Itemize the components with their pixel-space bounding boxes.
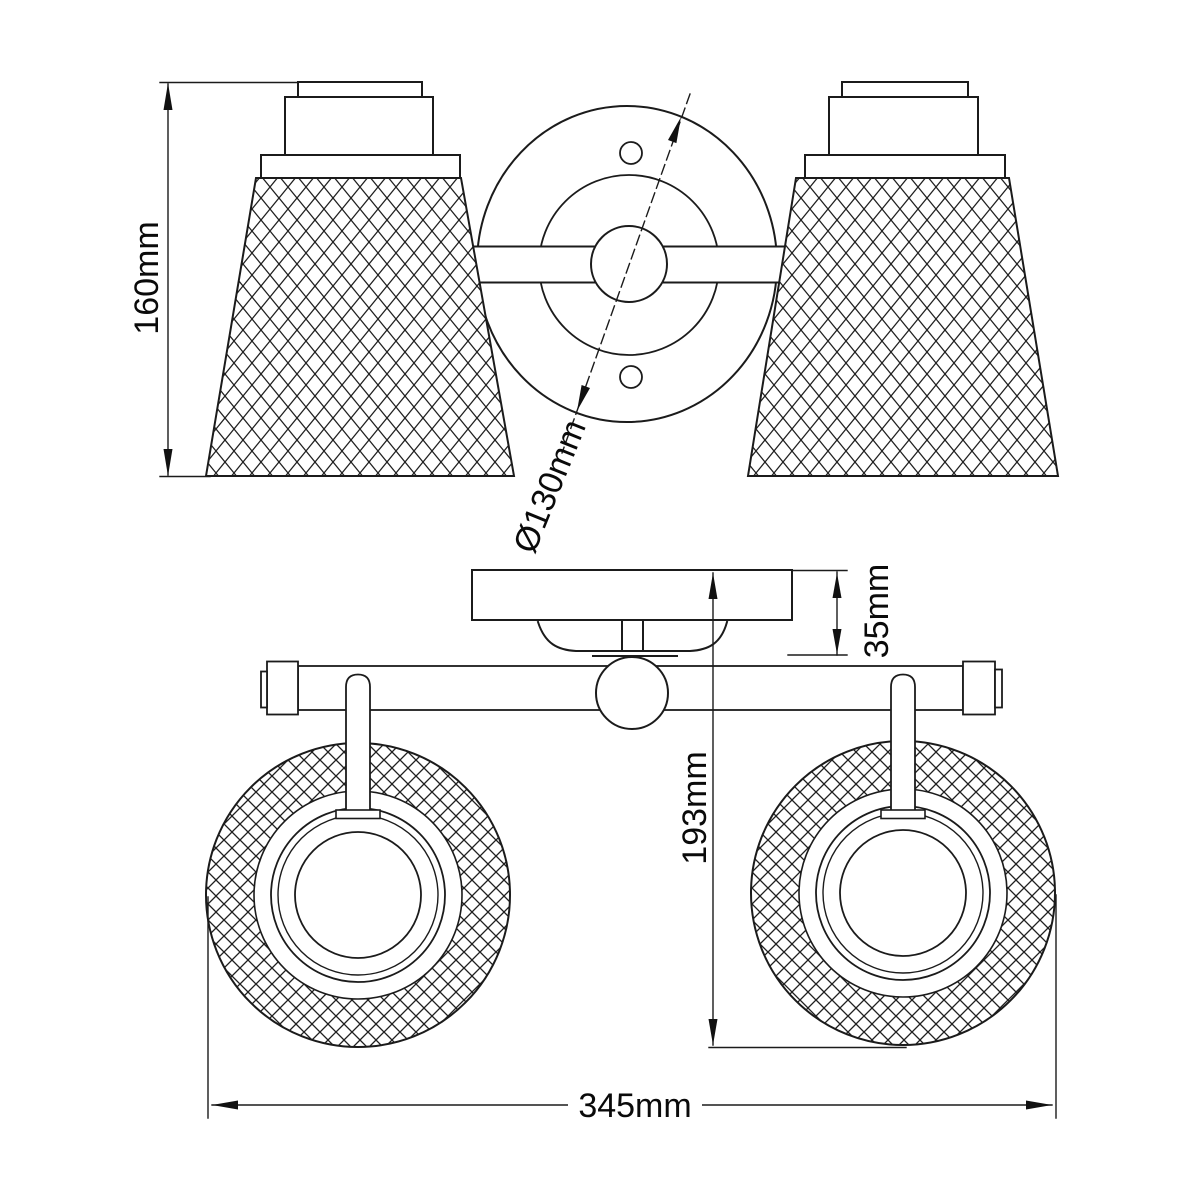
- canopy-plate: [471, 569, 793, 621]
- right-shade-fitter: [804, 154, 1006, 179]
- right-shade-mesh: [746, 177, 1060, 477]
- left-shade-plan: [205, 742, 511, 1048]
- left-pipe-flange: [335, 809, 381, 820]
- right-shade-front: [746, 81, 1060, 477]
- right-drop-pipe: [880, 673, 926, 820]
- arrow-down-left: [577, 385, 590, 411]
- bar-end-tip-left: [260, 670, 268, 709]
- left-shade-fitter: [260, 154, 461, 179]
- dimension-canopy-depth: 35mm: [787, 564, 896, 658]
- right-mesh-ring: [751, 741, 1056, 1045]
- canopy-stem: [621, 619, 644, 652]
- shade-height-label: 160mm: [128, 221, 166, 334]
- arrow-down: [832, 629, 842, 654]
- bar-end-cap-right: [962, 660, 996, 716]
- screw-hole-bottom: [619, 365, 643, 389]
- left-socket-body: [284, 96, 434, 156]
- ball-joint: [595, 656, 669, 730]
- bar-end-cap-left: [266, 660, 299, 716]
- backplate-diameter-label: Ø130mm: [506, 414, 594, 558]
- left-shade-mesh: [204, 177, 516, 477]
- arrow-down: [163, 449, 173, 476]
- right-shade-plan: [750, 740, 1056, 1046]
- arrow-up: [708, 573, 718, 599]
- arrow-up: [832, 573, 842, 598]
- arrow-left: [212, 1100, 238, 1110]
- dimension-projection: 193mm: [676, 572, 907, 1049]
- bar-end-tip-right: [994, 668, 1003, 709]
- left-drop-pipe: [335, 673, 381, 820]
- screw-hole-top: [619, 141, 643, 165]
- plan-view: 35mm 193mm 345mm: [205, 564, 1057, 1125]
- projection-label: 193mm: [676, 751, 714, 864]
- arrow-down: [708, 1019, 718, 1045]
- canopy-depth-label: 35mm: [858, 564, 896, 658]
- right-socket-cap: [841, 81, 969, 98]
- front-view: 160mm Ø130mm: [128, 81, 1060, 558]
- arrow-up-right: [668, 117, 681, 144]
- left-shade-front: [204, 81, 516, 477]
- left-socket-cap: [297, 81, 423, 98]
- right-pipe-flange: [880, 809, 926, 820]
- overall-width-label: 345mm: [578, 1087, 691, 1125]
- right-socket-body: [828, 96, 979, 156]
- arrow-up: [163, 83, 173, 110]
- left-mesh-ring: [206, 743, 511, 1047]
- dimension-overall-width: 345mm: [207, 894, 1057, 1125]
- arrow-right: [1026, 1100, 1052, 1110]
- dimension-shade-height: 160mm: [128, 81, 299, 478]
